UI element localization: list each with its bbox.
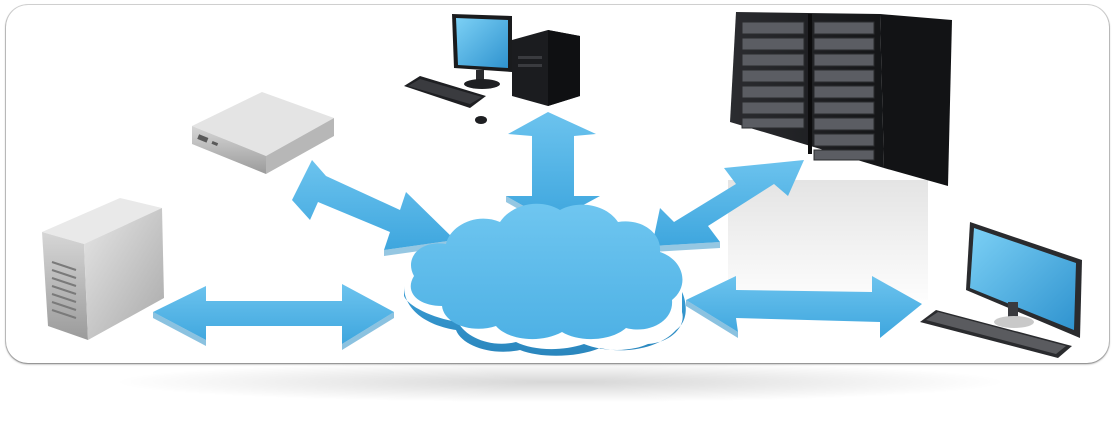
nas-box-icon [192, 92, 334, 174]
workstation-icon [920, 222, 1082, 358]
double-arrow-icon [652, 160, 804, 252]
double-arrow-icon [292, 160, 455, 256]
tower-server-icon [42, 198, 164, 340]
rack-server-icon [728, 12, 952, 310]
floor-shadow [120, 362, 1000, 402]
network-scene [42, 12, 1082, 358]
double-arrow-icon [153, 284, 394, 350]
banner-frame [6, 5, 1109, 363]
desktop-tower-icon [404, 14, 580, 124]
double-arrow-icon [686, 276, 922, 338]
cloud-icon [404, 203, 686, 356]
